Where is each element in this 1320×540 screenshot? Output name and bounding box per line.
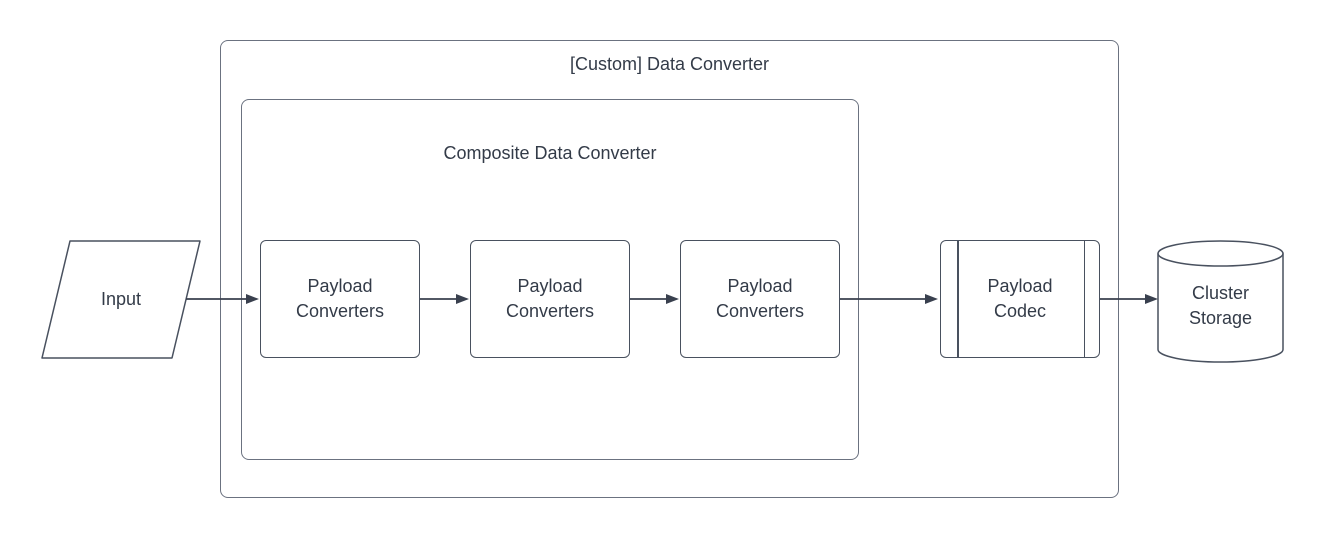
- cluster-storage-cylinder-shape: [1157, 240, 1284, 363]
- custom-data-converter-container: [Custom] Data Converter: [220, 40, 1119, 498]
- codec-left-bar: [957, 241, 959, 357]
- payload-converters-3-node: Payload Converters: [680, 240, 840, 358]
- composite-data-converter-title: Composite Data Converter: [443, 143, 657, 163]
- payload-codec-label: Payload Codec: [987, 276, 1053, 321]
- payload-codec-node: Payload Codec: [940, 240, 1100, 358]
- input-parallelogram-shape: [41, 240, 201, 359]
- custom-data-converter-title: [Custom] Data Converter: [569, 54, 770, 74]
- payload-converters-2-node: Payload Converters: [470, 240, 630, 358]
- payload-converters-1-node: Payload Converters: [260, 240, 420, 358]
- composite-data-converter-container: Composite Data Converter: [241, 99, 859, 460]
- payload-converters-2-label: Payload Converters: [505, 276, 595, 321]
- payload-converters-1-label: Payload Converters: [295, 276, 385, 321]
- payload-converters-3-label: Payload Converters: [715, 276, 805, 321]
- codec-right-bar: [1083, 241, 1085, 357]
